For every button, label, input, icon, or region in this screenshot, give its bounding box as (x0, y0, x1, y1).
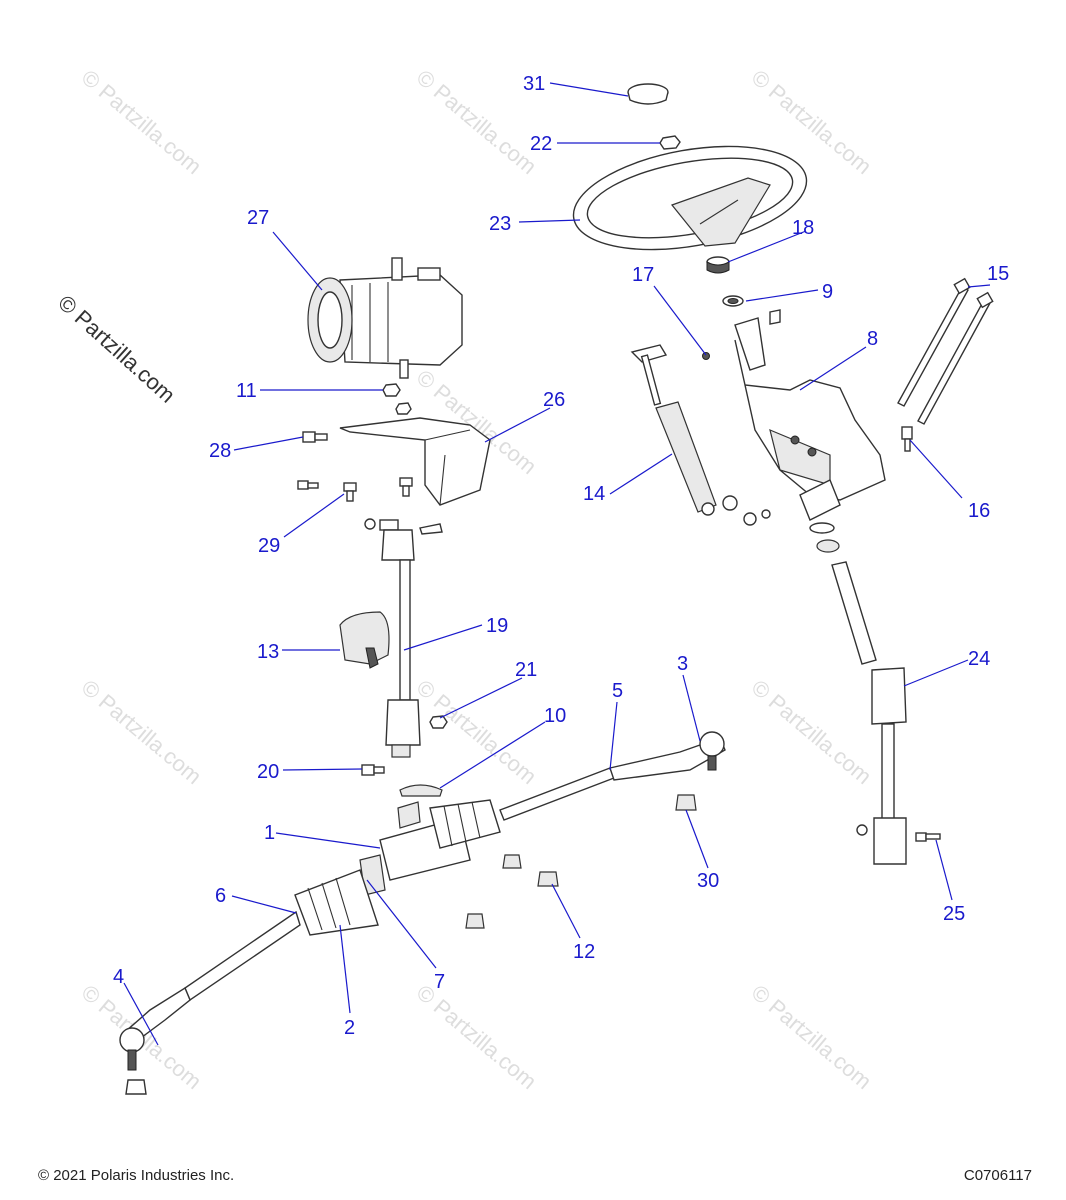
callout-23: 23 (489, 213, 511, 235)
callout-25: 25 (943, 903, 965, 925)
part-24-steering-shaft (831, 561, 907, 865)
callout-7: 7 (434, 971, 445, 993)
watermark-6: © Partzilla.com (412, 675, 542, 789)
callout-28: 28 (209, 440, 231, 462)
watermark-2: © Partzilla.com (412, 65, 542, 179)
callout-20: 20 (257, 761, 279, 783)
part-27-eps-unit (307, 257, 463, 379)
watermark-10: © Partzilla.com (747, 980, 877, 1094)
part-30-nut (675, 794, 697, 811)
callout-1: 1 (264, 822, 275, 844)
part-29-bolts (297, 477, 413, 502)
callout-27: 27 (247, 207, 269, 229)
callout-18: 18 (792, 217, 814, 239)
watermark-1: © Partzilla.com (77, 65, 207, 179)
callout-26: 26 (543, 389, 565, 411)
part-26-bracket (339, 417, 491, 506)
part-4-tie-rod-left (119, 910, 301, 1095)
leader-lines (123, 82, 991, 1046)
part-10-clip (399, 784, 443, 797)
watermark-9: © Partzilla.com (412, 980, 542, 1094)
callout-22: 22 (530, 133, 552, 155)
callout-15: 15 (987, 263, 1009, 285)
callout-31: 31 (523, 73, 545, 95)
part-11-nut (382, 383, 412, 415)
callout-5: 5 (612, 680, 623, 702)
callout-11: 11 (236, 380, 257, 402)
watermark-7: © Partzilla.com (747, 675, 877, 789)
callout-4: 4 (113, 966, 124, 988)
callout-17: 17 (632, 264, 654, 286)
callout-30: 30 (697, 870, 719, 892)
callout-19: 19 (486, 615, 508, 637)
callout-9: 9 (822, 281, 833, 303)
part-boot-right (429, 799, 501, 849)
diagram-code: C0706117 (963, 1167, 1032, 1184)
callout-24: 24 (968, 648, 990, 670)
part-15-bolts (897, 277, 994, 425)
part-3-tie-rod-right (499, 731, 726, 821)
watermark-5: © Partzilla.com (77, 675, 207, 789)
callout-8: 8 (867, 328, 878, 350)
callout-labels: 31 22 23 18 27 17 9 15 8 11 26 28 14 16 … (113, 73, 1009, 1039)
callout-21: 21 (515, 659, 537, 681)
part-18-bushing (706, 256, 730, 274)
callout-14: 14 (583, 483, 605, 505)
fasteners-column (722, 495, 840, 553)
part-17-clip (702, 352, 710, 360)
part-9-bushing (722, 295, 744, 307)
part-21-nut (429, 715, 448, 729)
callout-10: 10 (544, 705, 566, 727)
copyright-text: © 2021 Polaris Industries Inc. (38, 1167, 235, 1184)
callout-2: 2 (344, 1017, 355, 1039)
part-20-bolt (361, 764, 385, 776)
part-25-bolt (915, 832, 941, 842)
part-14-gas-strut (630, 344, 717, 516)
part-19-intermediate-shaft (364, 518, 443, 758)
part-22-nut (659, 135, 681, 150)
part-8-column-bracket (734, 309, 886, 521)
part-13-cover (339, 611, 390, 669)
callout-6: 6 (215, 885, 226, 907)
part-23-steering-wheel (572, 145, 808, 251)
part-2-boot-left (294, 869, 379, 936)
part-31-cap (627, 83, 669, 105)
part-28-bolt (302, 431, 328, 443)
part-12-nuts (465, 854, 559, 929)
callout-16: 16 (968, 500, 990, 522)
callout-13: 13 (257, 641, 279, 663)
callout-12: 12 (573, 941, 595, 963)
callout-3: 3 (677, 653, 688, 675)
part-16-bolt (901, 426, 913, 452)
callout-29: 29 (258, 535, 280, 557)
